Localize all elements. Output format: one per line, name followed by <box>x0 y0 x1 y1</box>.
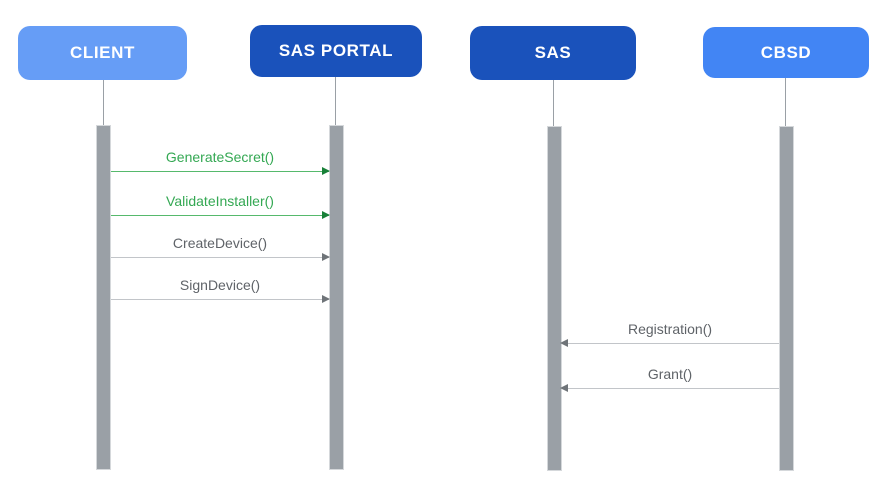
activation-bar-cbsd <box>779 126 794 471</box>
arrowhead-right-icon <box>322 211 330 219</box>
arrowhead-right-icon <box>322 253 330 261</box>
message-validate-installer: ValidateInstaller() <box>111 192 330 219</box>
message-arrow <box>560 384 779 392</box>
actor-box-sas: SAS <box>470 26 636 80</box>
actor-label-sas: SAS <box>534 43 572 62</box>
actor-box-sas-portal: SAS PORTAL <box>250 25 422 77</box>
message-label: Grant() <box>647 366 693 382</box>
arrowhead-left-icon <box>560 339 568 347</box>
message-generate-secret: GenerateSecret() <box>111 148 330 175</box>
activation-bar-sas-portal <box>329 125 344 470</box>
message-arrow <box>111 167 330 175</box>
actor-box-client: CLIENT <box>18 26 187 80</box>
message-arrow <box>560 339 779 347</box>
actor-box-cbsd: CBSD <box>703 27 869 78</box>
actor-label-client: CLIENT <box>70 43 135 62</box>
arrowhead-left-icon <box>560 384 568 392</box>
message-arrow <box>111 211 330 219</box>
lifeline-cbsd <box>785 78 786 126</box>
arrowhead-right-icon <box>322 295 330 303</box>
actor-label-sas-portal: SAS PORTAL <box>278 41 394 60</box>
actor-label-cbsd: CBSD <box>760 42 812 62</box>
message-create-device: CreateDevice() <box>111 234 330 261</box>
activation-bar-client <box>96 125 111 470</box>
message-registration: Registration() <box>560 320 779 347</box>
message-label: CreateDevice() <box>172 235 268 251</box>
arrowhead-right-icon <box>322 167 330 175</box>
lifeline-client <box>103 80 104 125</box>
message-arrow <box>111 295 330 303</box>
message-label: Registration() <box>627 321 713 337</box>
message-grant: Grant() <box>560 365 779 392</box>
message-label: GenerateSecret() <box>165 149 275 165</box>
activation-bar-sas <box>547 126 562 471</box>
lifeline-sas-portal <box>335 77 336 125</box>
message-sign-device: SignDevice() <box>111 276 330 303</box>
message-label: SignDevice() <box>179 277 261 293</box>
message-arrow <box>111 253 330 261</box>
message-label: ValidateInstaller() <box>166 193 274 209</box>
lifeline-sas <box>553 80 554 126</box>
